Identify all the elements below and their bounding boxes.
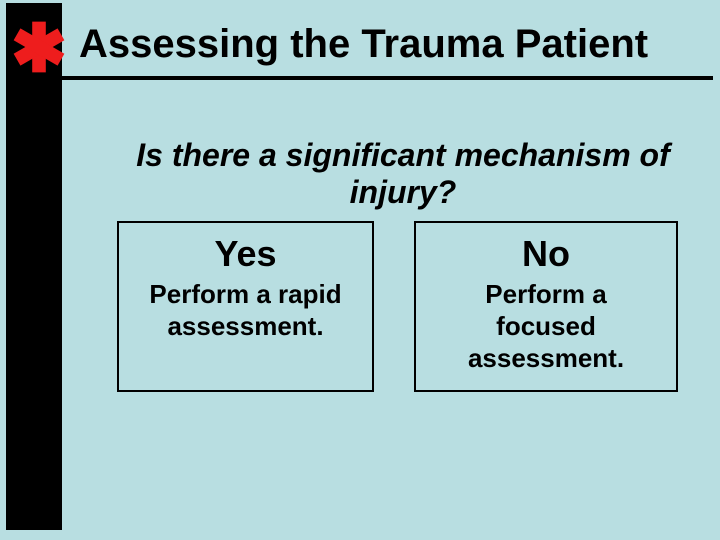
- yes-body-line-1: Perform a rapid: [149, 279, 342, 309]
- no-body-line-3: assessment.: [467, 343, 625, 373]
- decision-box-no: No Perform a focused assessment.: [414, 221, 678, 392]
- decision-box-yes: Yes Perform a rapid assessment.: [117, 221, 374, 392]
- no-body: Perform a focused assessment.: [416, 278, 676, 374]
- slide-title: Assessing the Trauma Patient: [79, 22, 649, 66]
- title-underline: [62, 76, 713, 80]
- left-accent-bar: [6, 3, 65, 530]
- question-text: Is there a significant mechanism of inju…: [85, 137, 720, 211]
- no-body-line-1: Perform a: [485, 279, 607, 309]
- no-heading: No: [522, 233, 570, 274]
- star-of-life-icon: [13, 21, 65, 73]
- question-line-2: injury?: [349, 174, 457, 210]
- yes-body: Perform a rapid assessment.: [119, 278, 372, 342]
- question-line-1: Is there a significant mechanism of: [136, 137, 670, 173]
- yes-heading: Yes: [214, 233, 277, 274]
- no-body-line-2: focused: [496, 311, 596, 341]
- yes-body-line-2: assessment.: [167, 311, 324, 341]
